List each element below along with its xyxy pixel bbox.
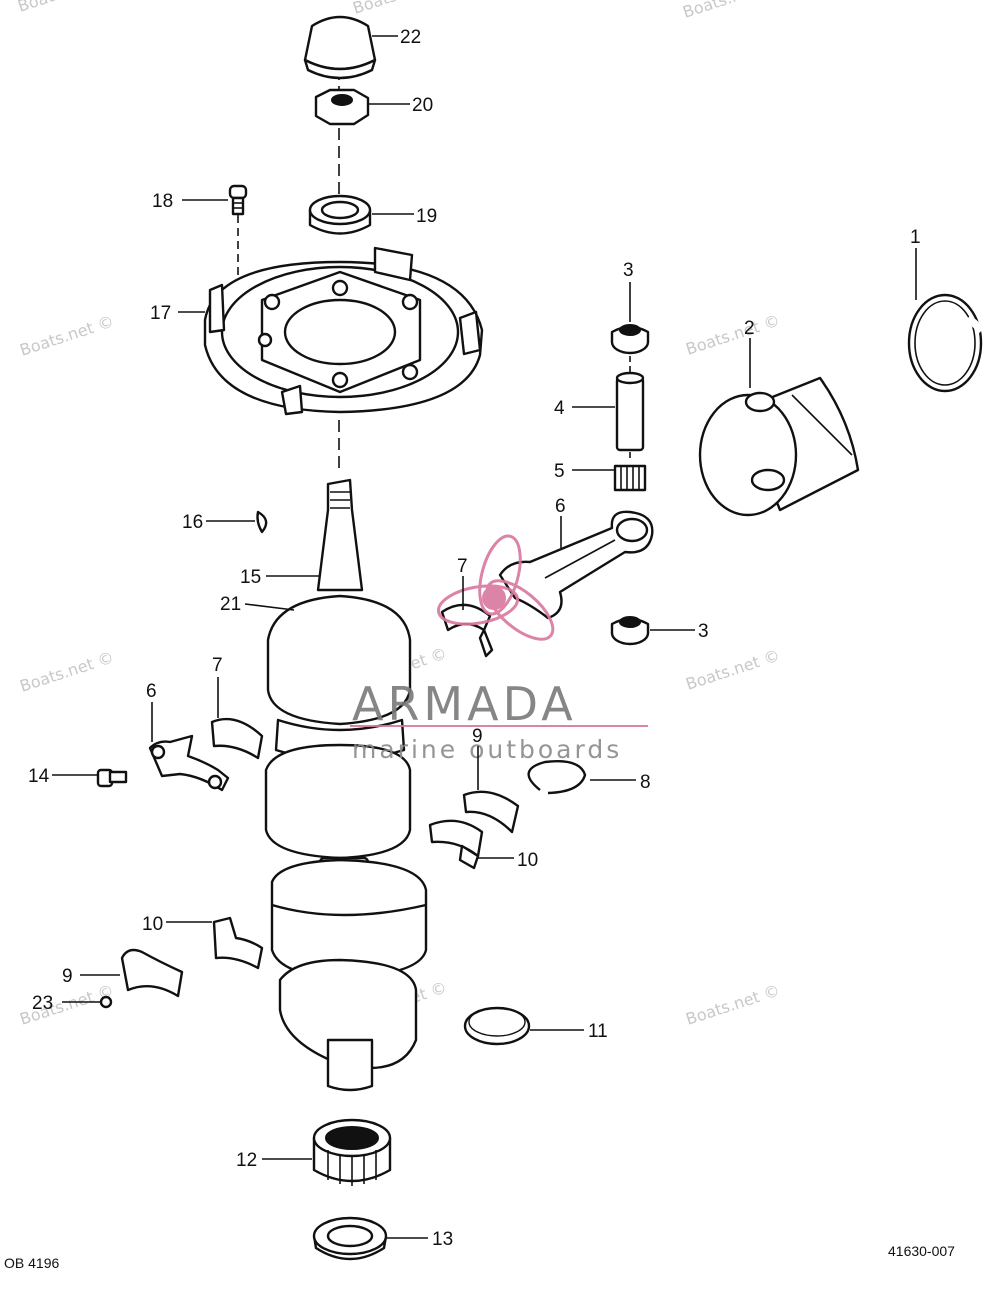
callout-9-lower: 9 bbox=[62, 966, 73, 987]
watermark-text: Boats.net © bbox=[17, 648, 116, 696]
part-23-dowel-pin bbox=[99, 995, 113, 1009]
diagram-code-left: OB 4196 bbox=[4, 1255, 59, 1271]
part-9-main-bearing-half bbox=[462, 790, 520, 834]
part-22-nut-cap bbox=[303, 15, 377, 80]
callout-5: 5 bbox=[554, 461, 565, 482]
part-6-connecting-rod bbox=[498, 510, 654, 620]
callout-13: 13 bbox=[432, 1229, 453, 1250]
part-15-crankshaft bbox=[264, 478, 428, 1092]
callout-21: 21 bbox=[220, 594, 241, 615]
part-17-upper-bearing-housing bbox=[203, 246, 484, 416]
part-10-main-bearing-cage-lower bbox=[212, 916, 264, 970]
callout-3-upper: 3 bbox=[623, 260, 634, 281]
leader-lines bbox=[52, 35, 917, 1239]
callout-19: 19 bbox=[416, 206, 437, 227]
callout-8: 8 bbox=[640, 772, 651, 793]
part-19-oil-seal bbox=[308, 194, 372, 235]
callout-18: 18 bbox=[152, 191, 173, 212]
part-3-bearing-retainer-lower bbox=[610, 616, 650, 646]
brand-name: ARMADA bbox=[352, 677, 577, 731]
callout-10-left: 10 bbox=[142, 914, 163, 935]
callout-12: 12 bbox=[236, 1150, 257, 1171]
callout-17: 17 bbox=[150, 303, 171, 324]
part-2-piston bbox=[698, 376, 860, 517]
callout-10-right: 10 bbox=[517, 850, 538, 871]
callout-15: 15 bbox=[240, 567, 261, 588]
part-7-rod-bearing-cage-left bbox=[210, 717, 264, 760]
part-4-wrist-pin bbox=[615, 371, 645, 452]
watermark-text: Boats.net © bbox=[15, 0, 114, 16]
part-7-rod-bearing-cage bbox=[440, 603, 494, 658]
part-1-piston-ring bbox=[907, 293, 985, 393]
watermark-text: Boats.net © bbox=[17, 312, 116, 360]
callout-2: 2 bbox=[744, 318, 755, 339]
callout-3-lower: 3 bbox=[698, 621, 709, 642]
part-5-needle-bearing bbox=[613, 464, 647, 492]
callout-4: 4 bbox=[554, 398, 565, 419]
callout-22: 22 bbox=[400, 27, 421, 48]
part-6-rod-cap bbox=[148, 734, 230, 792]
callout-11: 11 bbox=[588, 1021, 608, 1042]
part-20-hex-nut bbox=[314, 88, 370, 126]
part-11-retaining-ring bbox=[463, 1006, 531, 1046]
part-8-retaining-ring bbox=[527, 760, 587, 795]
callout-23: 23 bbox=[32, 993, 53, 1014]
part-3-bearing-retainer-upper bbox=[610, 324, 650, 355]
part-9-main-bearing-half-lower bbox=[120, 948, 184, 998]
callout-6-rod: 6 bbox=[555, 496, 566, 517]
callout-16: 16 bbox=[182, 512, 203, 533]
callout-6-cap: 6 bbox=[146, 681, 157, 702]
watermark-text: Boats.net © bbox=[683, 646, 782, 694]
part-12-roller-bearing bbox=[312, 1118, 392, 1186]
part-13-lower-seal bbox=[312, 1216, 388, 1261]
callout-14: 14 bbox=[28, 766, 50, 787]
watermark-text: Boats.net © bbox=[680, 0, 779, 22]
part-14-rod-cap-screw bbox=[96, 768, 128, 788]
diagram-code-right: 41630-007 bbox=[888, 1243, 955, 1259]
brand-tagline: marine outboards bbox=[352, 735, 622, 764]
propeller-icon bbox=[436, 534, 555, 641]
part-10-main-bearing-cage bbox=[428, 819, 484, 870]
callout-7-lower: 7 bbox=[212, 655, 223, 676]
watermark-text: Boats.net © bbox=[350, 0, 449, 18]
part-18-screw bbox=[228, 184, 248, 216]
watermark-text: Boats.net © bbox=[683, 311, 782, 359]
callout-9-upper: 9 bbox=[472, 726, 483, 747]
watermark-text: Boats.net © bbox=[683, 981, 782, 1029]
callout-labels: 22 20 19 18 17 1 2 3 4 5 6 16 15 21 7 3 … bbox=[28, 27, 921, 1250]
part-16-woodruff-key bbox=[256, 510, 268, 534]
callout-20: 20 bbox=[412, 95, 433, 116]
brand-logo: ARMADA marine outboards bbox=[350, 534, 648, 764]
callout-7-upper: 7 bbox=[457, 556, 468, 577]
callout-1: 1 bbox=[910, 227, 921, 248]
